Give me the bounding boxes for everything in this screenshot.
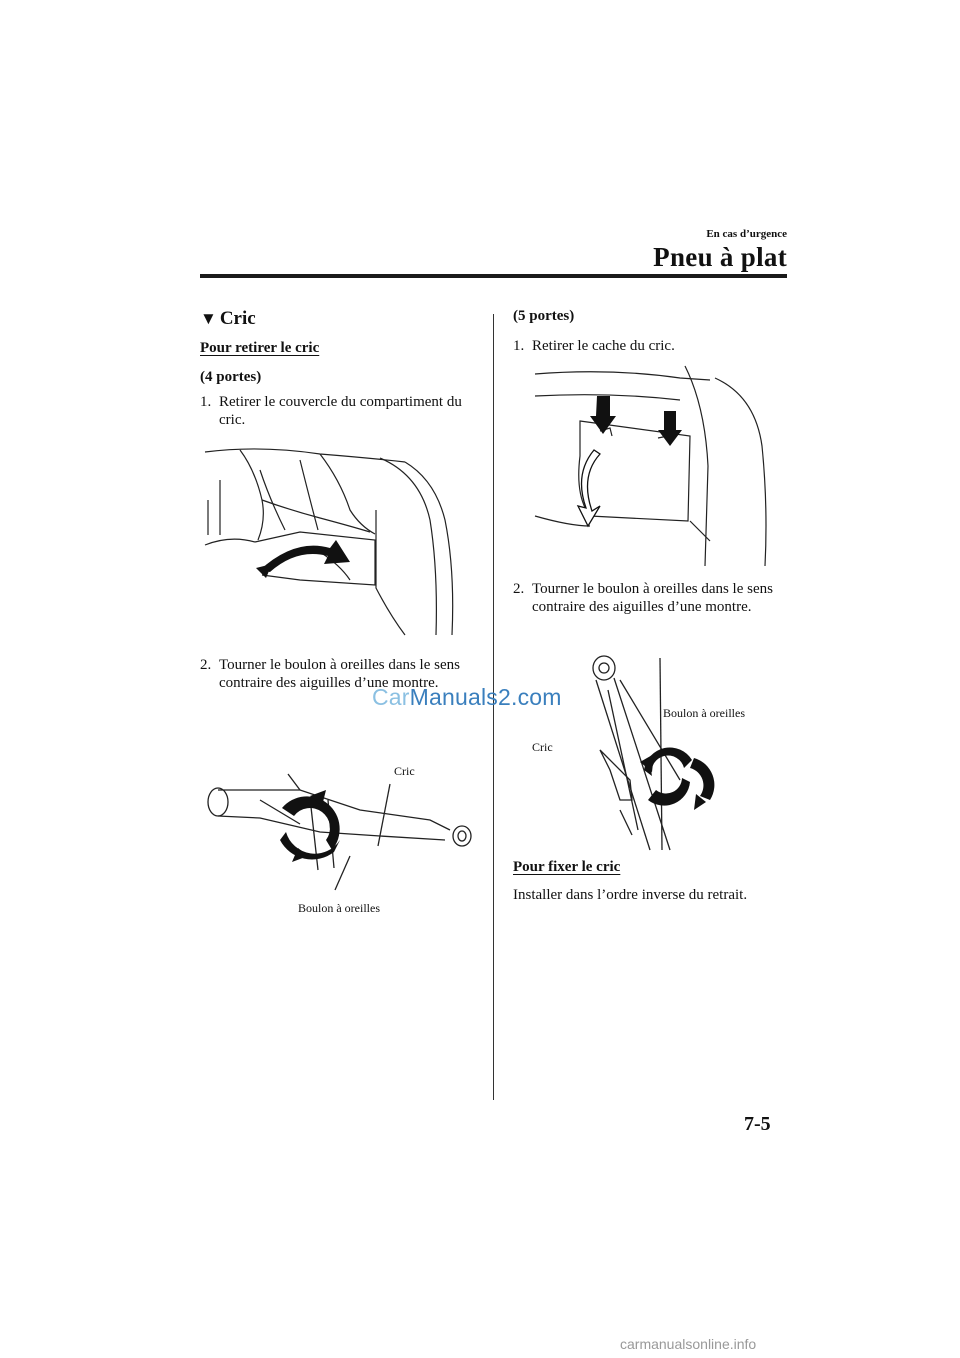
right-label-jack: Cric (532, 740, 553, 754)
variant-4-doors: (4 portes) (200, 369, 262, 385)
figure-5door-wing-bolt (560, 650, 715, 860)
left-step-1: 1. Retirer le couvercle du compartiment … (200, 393, 475, 429)
right-label-wing-bolt: Boulon à oreilles (663, 706, 745, 720)
footer-watermark: carmanualsonline.info (620, 1336, 757, 1352)
section-label: En cas d’urgence (706, 228, 787, 240)
left-step-2: 2. Tourner le boulon à oreilles dans le … (200, 656, 475, 692)
right-step-1: 1. Retirer le cache du cric. (513, 337, 788, 355)
watermark-part1: Car (372, 684, 410, 710)
section-heading-text: Cric (219, 308, 256, 329)
install-subheading: Pour fixer le cric (513, 859, 621, 875)
figure-4door-wing-bolt (200, 760, 480, 900)
step-text: Tourner le boulon à oreilles dans le sen… (219, 657, 460, 691)
step-number: 2. (200, 657, 212, 673)
step-text: Retirer le couvercle du compartiment du … (219, 394, 462, 428)
step-number: 1. (200, 394, 212, 410)
variant-5-doors: (5 portes) (513, 308, 575, 324)
figure-5door-cover-removal (530, 366, 775, 566)
section-heading: ▼Cric (200, 308, 256, 330)
step-number: 2. (513, 581, 525, 597)
step-number: 1. (513, 338, 525, 354)
page-number: 7-5 (744, 1113, 771, 1135)
page-title: Pneu à plat (653, 242, 787, 272)
removal-subheading: Pour retirer le cric (200, 340, 320, 356)
step-text: Retirer le cache du cric. (532, 338, 675, 354)
install-text: Installer dans l’ordre inverse du retrai… (513, 887, 748, 903)
left-label-wing-bolt: Boulon à oreilles (298, 901, 380, 915)
column-divider (493, 314, 494, 1100)
header-rule (200, 274, 787, 278)
left-label-jack: Cric (394, 764, 415, 778)
triangle-marker-icon: ▼ (200, 309, 217, 328)
watermark-logo: CarManuals2.com (372, 684, 562, 711)
right-step-2: 2. Tourner le boulon à oreilles dans le … (513, 580, 788, 616)
figure-4door-cover-removal (200, 440, 465, 640)
step-text: Tourner le boulon à oreilles dans le sen… (532, 581, 773, 615)
watermark-part2: Manuals2.com (409, 684, 562, 710)
